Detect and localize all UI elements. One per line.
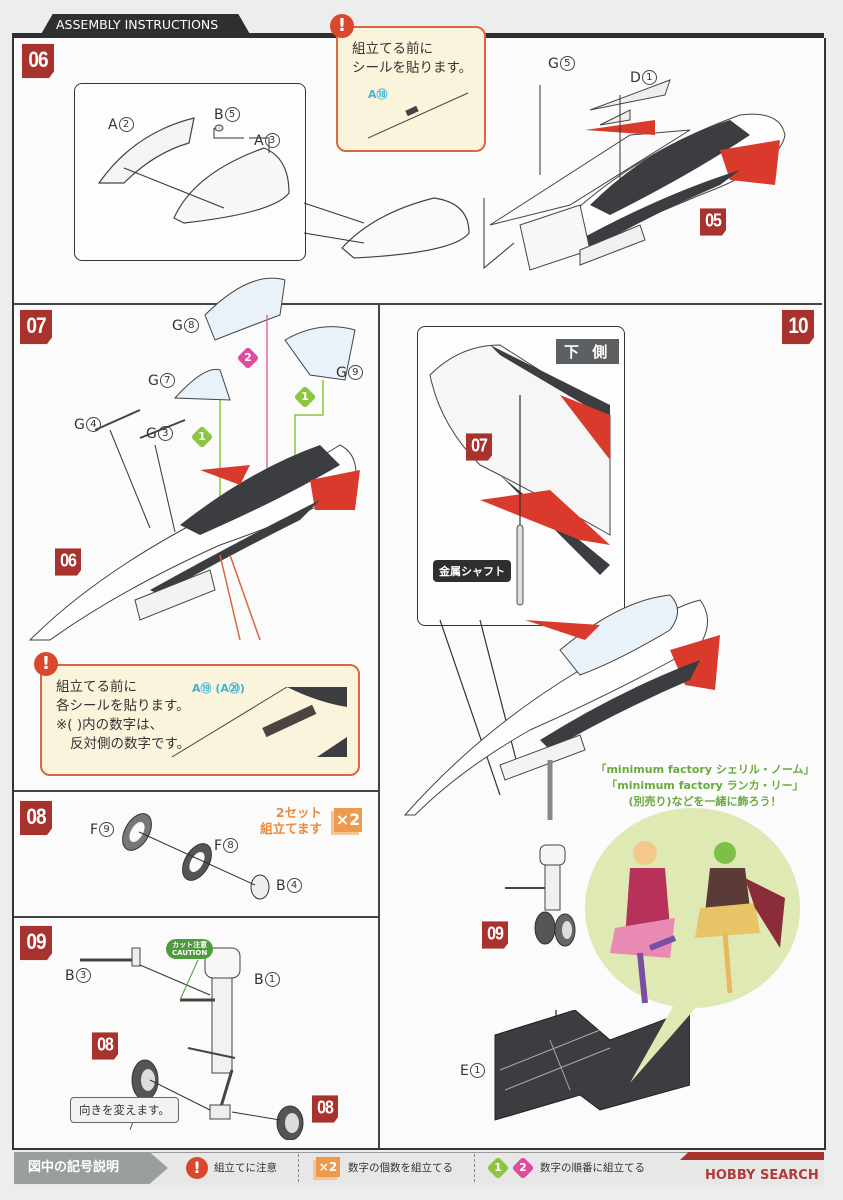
assembly-instructions-header: ASSEMBLY INSTRUCTIONS — [40, 14, 251, 36]
sticker-note-callout: 組立てる前に シールを貼ります。 A⑱ — [336, 26, 486, 152]
landing-gear-illustration — [80, 947, 304, 1140]
divider-08-09 — [14, 916, 379, 918]
sticker-reference: A⑲ (A⑳) — [192, 682, 245, 695]
step-number-badge: 09 — [20, 925, 52, 961]
caution-icon: ! — [330, 14, 354, 38]
note-line-1: 組立てる前に — [352, 41, 433, 57]
figures-illustration — [610, 841, 785, 1083]
hobby-search-watermark: HOBBY SEARCH — [705, 1168, 819, 1183]
divider-06-07 — [14, 303, 822, 305]
order-mark-1-icon: 1 — [190, 425, 214, 449]
step-number-badge: 08 — [20, 800, 52, 836]
ref-step-08-badge: 08 — [92, 1032, 118, 1060]
order-mark-2-icon: 2 — [236, 346, 260, 370]
step-number-badge: 07 — [20, 309, 52, 345]
nose-cone-illustration — [97, 117, 514, 270]
multiplier-x2-icon: ×2 — [334, 808, 362, 832]
underside-illustration — [429, 344, 611, 606]
order-2-legend-icon: 2 — [511, 1156, 535, 1180]
assembled-jet-illustration — [403, 594, 720, 820]
caution-legend-icon: ! — [186, 1157, 208, 1179]
sticker-reference: A⑱ — [368, 88, 388, 101]
display-stand-illustration — [494, 1010, 690, 1121]
step-number-badge: 10 — [782, 309, 814, 345]
legend-divider — [298, 1154, 299, 1182]
divider-left-right — [378, 303, 380, 1148]
divider-07-08 — [14, 790, 379, 792]
ref-step-08-badge: 08 — [312, 1095, 338, 1123]
order-mark-1-icon: 1 — [293, 385, 317, 409]
note-line-2: シールを貼ります。 — [352, 60, 473, 76]
underside-label: 下 側 — [556, 339, 620, 364]
metal-shaft-label: 金属シャフト — [433, 560, 511, 582]
legend-title: 図中の記号説明 — [14, 1152, 168, 1184]
figure-promo-text: 「minimum factory シェリル・ノーム」 「minimum fact… — [595, 763, 815, 808]
multiplier-legend-icon: ×2 — [316, 1157, 340, 1177]
legend-accent-stripe — [680, 1152, 824, 1160]
note-line-1: 組立てる前に — [56, 679, 137, 695]
ref-step-09-badge: 09 — [482, 921, 508, 949]
sticker-illustration — [368, 92, 469, 139]
ref-step-05-badge: 05 — [700, 208, 726, 236]
cut-caution-badge: カット注意 CAUTION — [166, 939, 214, 959]
wheel-parts-illustration — [122, 813, 270, 900]
fuselage-step07-illustration — [28, 277, 360, 641]
legend-multiplier-label: 数字の個数を組立てる — [348, 1162, 453, 1174]
note-line-2: 各シールを貼ります。 — [56, 698, 190, 714]
two-sets-note: 2セット 組立てます — [260, 805, 322, 836]
order-1-legend-icon: 1 — [486, 1156, 510, 1180]
caution-icon: ! — [34, 652, 58, 676]
sticker-note-callout: 組立てる前に 各シールを貼ります。 ※( )内の数字は、 反対側の数字です。 A… — [40, 664, 360, 776]
note-line-4: 反対側の数字です。 — [70, 736, 191, 752]
step-number-badge: 06 — [22, 43, 54, 79]
fuselage-step06-illustration — [489, 79, 786, 271]
legend-order-label: 数字の順番に組立てる — [540, 1162, 645, 1174]
ref-step-06-badge: 06 — [55, 548, 81, 576]
note-line-3: ※( )内の数字は、 — [56, 717, 164, 733]
landing-gear-assembled-illustration — [505, 844, 576, 947]
legend-divider — [474, 1154, 475, 1182]
sticker-illustration — [171, 686, 347, 758]
reverse-orientation-note: 向きを変えます。 — [70, 1097, 179, 1123]
legend-caution-label: 組立てに注意 — [214, 1162, 277, 1174]
ref-step-07-badge: 07 — [466, 433, 492, 461]
